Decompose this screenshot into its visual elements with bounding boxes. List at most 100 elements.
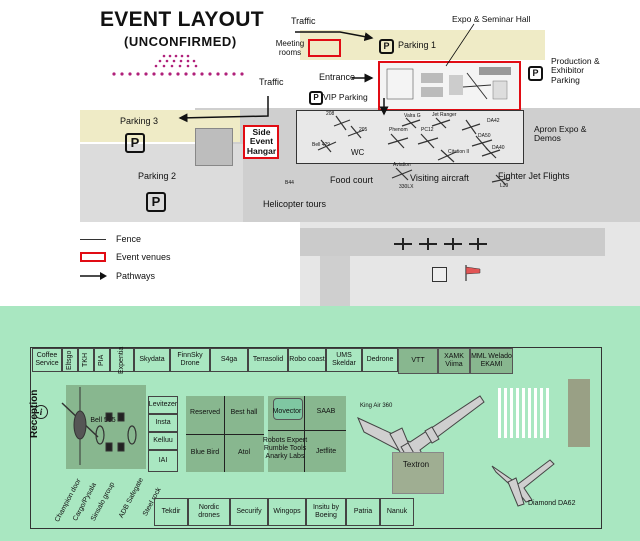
stage-area [568, 379, 590, 447]
apron-aircraft-label: Phenom [389, 127, 408, 133]
legend-fence-line [80, 239, 106, 240]
booth-dedrone[interactable]: Dedrone [362, 348, 398, 372]
booth-robocoast[interactable]: Robo coast [288, 348, 326, 372]
textron-stand [392, 452, 444, 494]
entrance-label: Entrance [319, 72, 356, 82]
fighter-jets-icon [394, 238, 487, 250]
meeting-rooms-venue[interactable] [308, 39, 341, 57]
visiting-aircraft-label: Visiting aircraft [410, 173, 469, 183]
runway-lights-icon [112, 54, 244, 76]
apron-label: Apron Expo & Demos [534, 124, 587, 144]
booth-insitu[interactable]: Insitu by Boeing [306, 498, 346, 526]
apron-aircraft-label: PC12 [421, 127, 434, 133]
expo-hall-label: Expo & Seminar Hall [452, 14, 531, 24]
booth-vtt[interactable]: VTT [398, 348, 438, 374]
booth-s4ga[interactable]: S4ga [210, 348, 248, 372]
booth-pia[interactable]: PIA [94, 348, 110, 372]
booth-reserved[interactable]: Reserved [190, 408, 220, 416]
expo-hall-floor [30, 347, 602, 529]
parking-3-label: Parking 3 [120, 116, 159, 126]
booth-xamk[interactable]: XAMK Viima [438, 348, 470, 374]
legend-fence-label: Fence [116, 234, 142, 244]
booth-bell-505[interactable]: Bell 505 [90, 416, 116, 424]
apron-aircraft-icons [317, 115, 511, 186]
booth-patria[interactable]: Patria [346, 498, 380, 526]
apron-aircraft-label: 208 [326, 111, 335, 117]
booth-kelluu[interactable]: Kelluu [148, 432, 178, 450]
booth-nanuk[interactable]: Nanuk [380, 498, 414, 526]
apron-aircraft-label: 330LX [399, 184, 414, 190]
apron-aircraft-label: Bell 429 [312, 142, 331, 148]
booth-ums[interactable]: UMS Skeldar [326, 348, 362, 372]
apron-aircraft-label: Aviation [393, 162, 411, 168]
page-subtitle: (UNCONFIRMED) [124, 34, 237, 49]
booth-robots-expert[interactable]: Robots Expert Rumble Tools Anarky Labs [262, 436, 308, 461]
booth-insta[interactable]: Insta [148, 414, 178, 432]
parking-3-building [195, 128, 233, 166]
apron-aircraft-label: B44 [285, 180, 294, 186]
parking-2-icon: P [146, 192, 166, 212]
pathway-arrows [178, 23, 475, 123]
booth-terrasolid[interactable]: Terrasolid [248, 348, 288, 372]
seminar-seating [498, 388, 549, 438]
booth-movector[interactable]: Movector [272, 407, 302, 415]
lower-road [320, 256, 350, 306]
booth-saab[interactable]: SAAB [316, 407, 336, 415]
helicopter-tours-label: Helicopter tours [263, 199, 327, 209]
apron-aircraft-label: L39 [500, 183, 509, 189]
movector-pod [273, 398, 303, 420]
expo-hall-floorplan [386, 67, 511, 100]
helicopter-exhibit-icon [61, 387, 137, 465]
booth-jetflite[interactable]: Jetflite [315, 447, 337, 455]
legend-venues-label: Event venues [116, 252, 171, 262]
vip-parking-icon: P [309, 91, 323, 105]
booth-tekdir[interactable]: Tekdir [154, 498, 188, 526]
booth-wingops[interactable]: Wingops [268, 498, 306, 526]
king-air-label: King Air 360 [360, 403, 393, 409]
center-right-divider [304, 396, 305, 472]
booth-eltsgo[interactable]: Eltsgo [62, 348, 78, 372]
booth-iai[interactable]: IAI [148, 450, 178, 472]
legend-arrow-icon [80, 272, 107, 280]
parking-1-label: Parking 1 [398, 40, 437, 50]
apron-aircraft-label: DA42 [487, 118, 500, 124]
diamond-da62-aircraft [491, 459, 555, 507]
production-label: Production & Exhibitor Parking [551, 56, 600, 85]
traffic-top-label: Traffic [291, 16, 316, 26]
wc-label: WC [351, 148, 365, 157]
booth-nordic-drones[interactable]: Nordic drones [188, 498, 230, 526]
booth-levitezer[interactable]: Levitezer [148, 396, 178, 414]
booth-skydata[interactable]: Skydata [134, 348, 170, 372]
hangar-small-building [432, 267, 447, 282]
center-right-divider-h [268, 430, 346, 431]
textron-label: Textron [402, 460, 430, 470]
info-icon[interactable]: i [34, 405, 48, 419]
apron-aircraft-label: Citation II [448, 149, 470, 155]
booth-tkh[interactable]: TKH [78, 348, 94, 372]
booth-blue-bird[interactable]: Blue Bird [190, 448, 220, 456]
traffic-left-label: Traffic [259, 77, 284, 87]
apron-aircraft-label: Valra G [404, 113, 421, 119]
booth-coffee[interactable]: Coffee Service [32, 348, 62, 372]
booth-expentia[interactable]: Expentia [110, 346, 134, 374]
windsock-icon [465, 265, 481, 281]
parking-2-label: Parking 2 [138, 171, 177, 181]
center-left-divider-h [186, 434, 264, 435]
apron-aircraft-label: DA50 [478, 133, 491, 139]
parking-1-icon: P [379, 39, 394, 54]
booth-best-hall[interactable]: Best hall [230, 408, 258, 416]
apron-aircraft-label: DA40 [492, 145, 505, 151]
diamond-da62-label: Diamond DA62 [528, 500, 576, 507]
booth-securify[interactable]: Securify [230, 498, 268, 526]
food-court-label: Food court [330, 175, 374, 185]
booth-finnsky[interactable]: FinnSky Drone [170, 348, 210, 372]
booth-atol[interactable]: Atol [237, 448, 251, 456]
apron-aircraft-label: Jet Ranger [432, 112, 457, 118]
page-title: EVENT LAYOUT [100, 8, 264, 31]
vtt-area [398, 348, 513, 374]
legend-pathways-label: Pathways [116, 271, 156, 281]
booth-mml[interactable]: MML Welado EKAMI [470, 348, 513, 374]
parking-3-icon: P [125, 133, 145, 153]
fighter-jet-label: Fighter Jet Flights [498, 171, 570, 181]
side-event-hangar-venue[interactable] [243, 125, 279, 159]
